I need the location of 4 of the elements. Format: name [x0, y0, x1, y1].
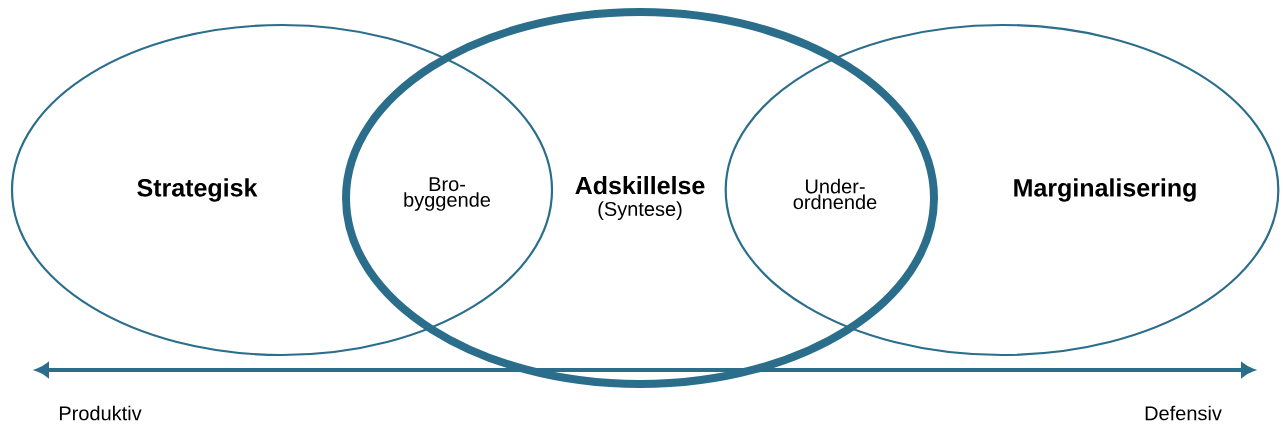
axis-label: Defensiv	[1145, 405, 1222, 421]
axis-label: Produktiv	[59, 405, 142, 421]
region-label: Under- ordnende	[793, 178, 877, 210]
region-label: Bro- byggende	[404, 177, 490, 211]
